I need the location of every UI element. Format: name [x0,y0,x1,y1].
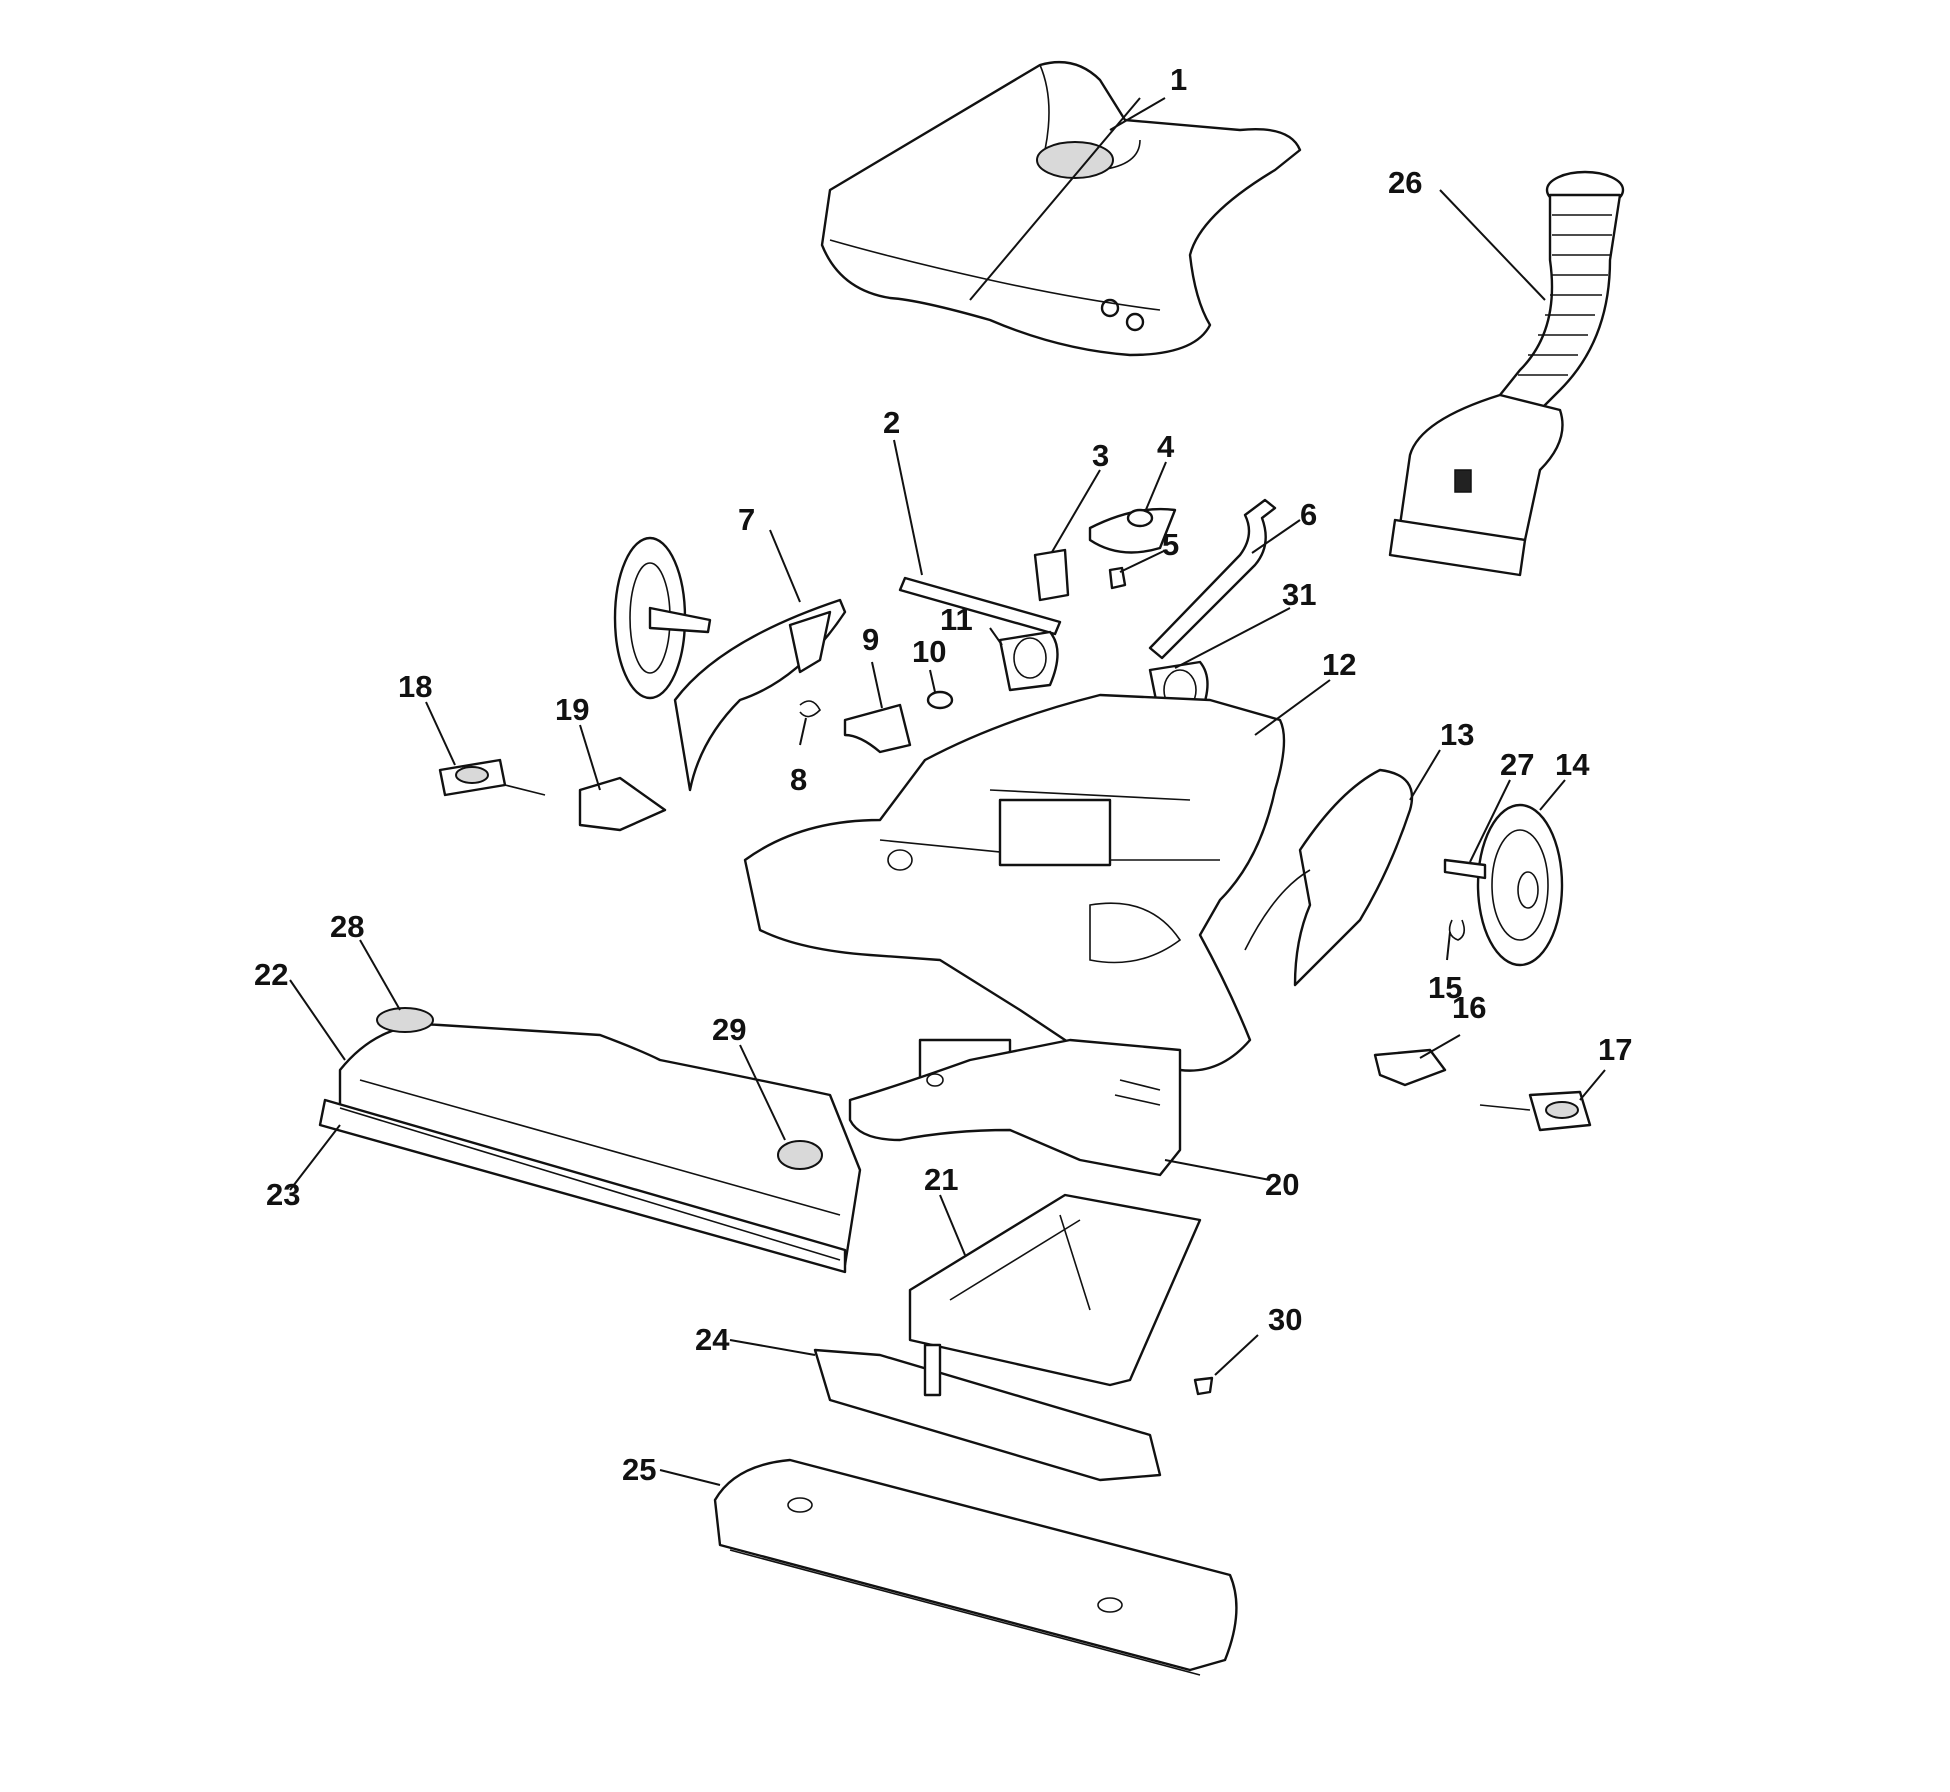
part-3-switch [1033,548,1070,602]
callout-19: 19 [555,692,589,727]
callout-21: 21 [924,1162,958,1197]
callout-30: 30 [1268,1302,1302,1337]
callout-20: 20 [1265,1167,1299,1202]
part-25-bottom-plate [713,1458,1238,1676]
callout-labels: 1 2 3 4 5 6 7 8 9 10 11 12 13 14 15 16 1… [254,62,1632,1487]
part-1-hood-cover [820,61,1302,357]
part-8-spring [799,700,821,718]
callout-12: 12 [1322,647,1356,682]
callout-16: 16 [1452,990,1486,1025]
callout-14: 14 [1555,747,1590,782]
callout-24: 24 [695,1322,730,1357]
callout-9: 9 [862,622,879,657]
callout-1: 1 [1170,62,1187,97]
part-4-knob [1088,507,1177,554]
part-6-tube [1148,498,1277,660]
callout-29: 29 [712,1012,746,1047]
part-24-bracket-bar [813,1343,1162,1482]
callout-22: 22 [254,957,288,992]
part-22-brush-housing [338,1007,862,1267]
part-9-pedal-link [843,703,912,754]
part-5-screw [1108,566,1127,590]
callout-6: 6 [1300,497,1317,532]
part-12-base [743,693,1286,1087]
part-19-clip [578,776,667,832]
callout-8: 8 [790,762,807,797]
part-18-bracket [438,758,546,797]
part-7-side-panel [673,598,847,792]
part-13-side-panel [1244,768,1414,987]
part-21-tray [908,1193,1202,1387]
part-26-hose [1388,170,1625,577]
part-11-mount [998,630,1059,692]
callout-23: 23 [266,1177,300,1212]
callout-17: 17 [1598,1032,1632,1067]
leader-lines [289,97,1606,1486]
callout-13: 13 [1440,717,1474,752]
callout-4: 4 [1157,429,1175,464]
part-2-rod [898,576,1062,636]
part-16-clip [1373,1048,1447,1087]
part-14-wheel [1476,803,1564,967]
callout-5: 5 [1162,527,1179,562]
part-17-bracket [1479,1090,1592,1132]
callout-18: 18 [398,669,432,704]
part-30-screw [1193,1376,1214,1396]
callout-26: 26 [1388,165,1422,200]
part-10-bushing [926,690,954,710]
callout-10: 10 [912,634,946,669]
callout-31: 31 [1282,577,1316,612]
callout-2: 2 [883,405,900,440]
callout-11: 11 [940,602,973,637]
callout-28: 28 [330,909,364,944]
part-23-brush-strip [318,1098,847,1274]
callout-25: 25 [622,1452,656,1487]
callout-7: 7 [738,502,755,537]
wheel-left [613,536,712,700]
part-20-base-plate [848,1038,1182,1177]
callout-27: 27 [1500,747,1534,782]
part-15-clip [1448,919,1466,941]
callout-3: 3 [1092,438,1109,473]
part-27-axle [1443,858,1487,880]
callout-15: 15 [1428,970,1462,1005]
